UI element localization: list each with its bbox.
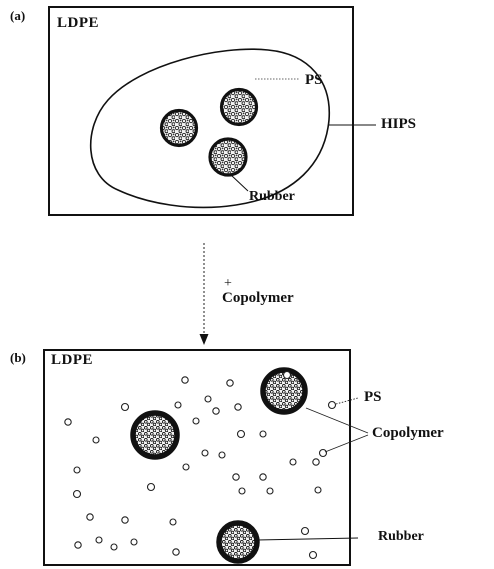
panel-a-hips-label: HIPS xyxy=(381,116,416,133)
rubber-leader-line xyxy=(257,538,358,540)
panel-b-matrix-label: LDPE xyxy=(51,352,93,369)
rubber-particle xyxy=(210,139,246,175)
process-arrow-head xyxy=(200,334,209,345)
copolymer-leader-line xyxy=(306,408,368,433)
panel-a-rubber-label: Rubber xyxy=(249,189,295,205)
panel-b-rubber-label: Rubber xyxy=(378,529,424,545)
panel-b-ps-label: PS xyxy=(364,389,382,406)
panel-a-box xyxy=(49,7,353,215)
transition-copolymer-label: Copolymer xyxy=(222,290,294,307)
rubber-particle xyxy=(222,90,257,125)
panel-a-label: (a) xyxy=(10,8,25,24)
ps-leader-line xyxy=(336,398,358,404)
rubber-particle xyxy=(133,413,177,457)
copolymer-leader-line xyxy=(325,435,368,452)
rubber-leader-line xyxy=(231,175,248,191)
panel-a-ps-label: PS xyxy=(305,72,323,89)
rubber-particle xyxy=(219,523,257,561)
panel-b-copolymer-label: Copolymer xyxy=(372,425,444,442)
hips-domain-outline xyxy=(91,49,330,207)
panel-b-label: (b) xyxy=(10,350,26,366)
rubber-particle xyxy=(162,111,197,146)
panel-a-matrix-label: LDPE xyxy=(57,15,99,32)
